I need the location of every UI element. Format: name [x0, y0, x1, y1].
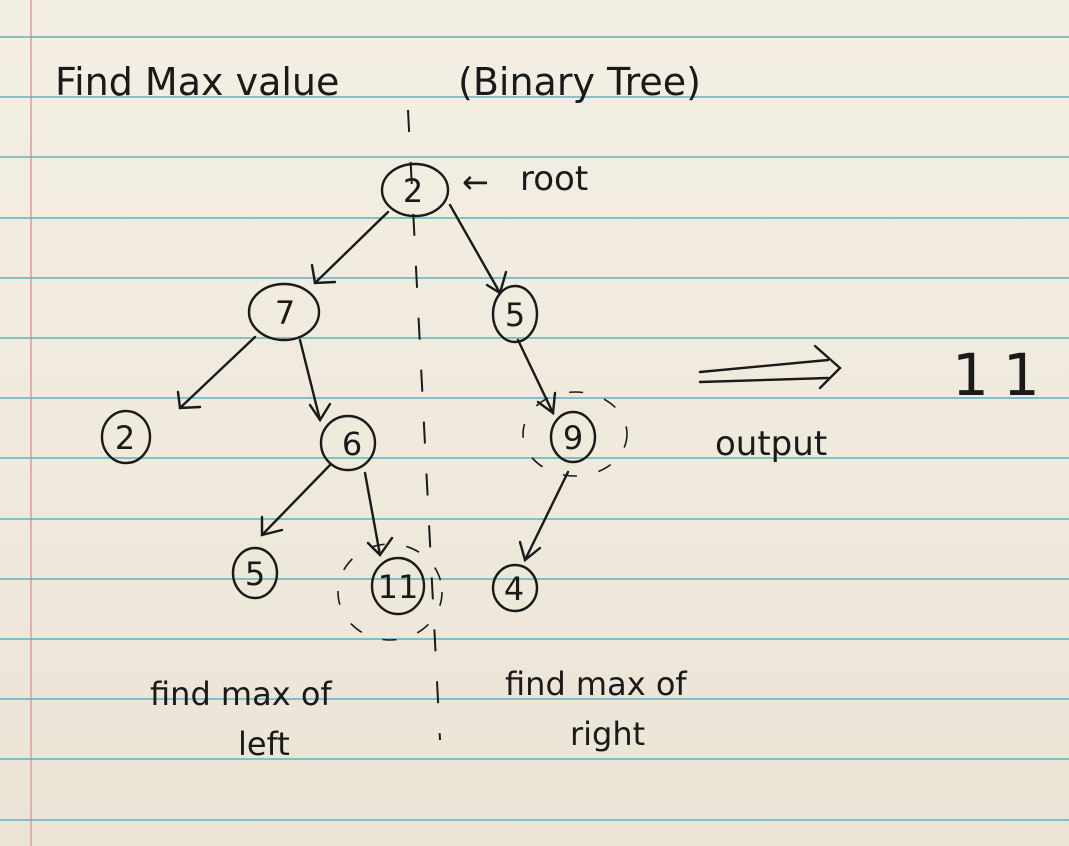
highlight-11 — [337, 543, 443, 641]
arrowhead-left-ll — [176, 390, 202, 410]
output-value: 11 — [952, 341, 1054, 409]
node-lr-label: 6 — [342, 425, 362, 463]
node-lrr — [370, 556, 426, 616]
edge-rr-rrl — [523, 470, 570, 562]
root-arrow-icon: ← — [462, 163, 489, 201]
left-caption-line2: left — [238, 725, 290, 763]
node-rrl-label: 4 — [504, 570, 524, 608]
ruled-line — [0, 96, 1069, 98]
node-lr — [319, 414, 377, 472]
right-caption-line1: find max of — [505, 665, 687, 703]
node-rr — [549, 410, 597, 464]
diagram-subtitle: (Binary Tree) — [458, 60, 701, 104]
node-root-label: 2 — [403, 172, 423, 210]
node-ll-label: 2 — [115, 419, 135, 457]
node-right — [491, 284, 539, 344]
arrowhead-left-lr — [308, 402, 332, 423]
node-left-label: 7 — [275, 294, 295, 332]
ruled-line — [0, 277, 1069, 279]
node-lrl-label: 5 — [245, 555, 265, 593]
tree-edges — [176, 203, 570, 563]
node-rr-label: 9 — [563, 419, 583, 457]
right-caption-line2: right — [570, 715, 645, 753]
edge-root-right — [448, 203, 502, 295]
ruled-line — [0, 217, 1069, 219]
ruled-line — [0, 36, 1069, 38]
ruled-line — [0, 819, 1069, 821]
node-root — [380, 162, 450, 218]
ruled-line — [0, 337, 1069, 339]
ruled-line — [0, 758, 1069, 760]
ruled-line — [0, 518, 1069, 520]
diagram-title: Find Max value — [55, 60, 339, 104]
arrowhead-lr-lrl — [260, 515, 284, 537]
edge-right-rr — [516, 338, 555, 415]
edge-root-left — [313, 210, 390, 285]
ruled-line — [0, 156, 1069, 158]
node-ll — [100, 409, 152, 465]
arrowhead-rr-rrl — [518, 540, 542, 563]
margin-line — [30, 0, 32, 846]
edge-left-ll — [178, 335, 257, 410]
edge-lr-lrr — [363, 471, 382, 557]
ruled-line — [0, 698, 1069, 700]
edge-left-lr — [298, 338, 322, 422]
node-lrr-label: 11 — [378, 568, 419, 606]
node-right-label: 5 — [505, 296, 525, 334]
ruled-line — [0, 457, 1069, 459]
ruled-line — [0, 638, 1069, 640]
arrowhead-right-rr — [536, 391, 557, 416]
left-caption-line1: find max of — [150, 675, 332, 713]
node-rrl — [491, 563, 539, 613]
arrowhead-root-left — [310, 263, 337, 285]
node-left — [247, 282, 321, 342]
ruled-line — [0, 397, 1069, 399]
node-lrl — [231, 546, 279, 600]
output-arrow-icon — [698, 344, 842, 390]
edge-lr-lrl — [260, 463, 332, 537]
root-label: root — [520, 159, 588, 199]
highlight-9 — [522, 391, 628, 477]
output-label: output — [715, 424, 827, 464]
